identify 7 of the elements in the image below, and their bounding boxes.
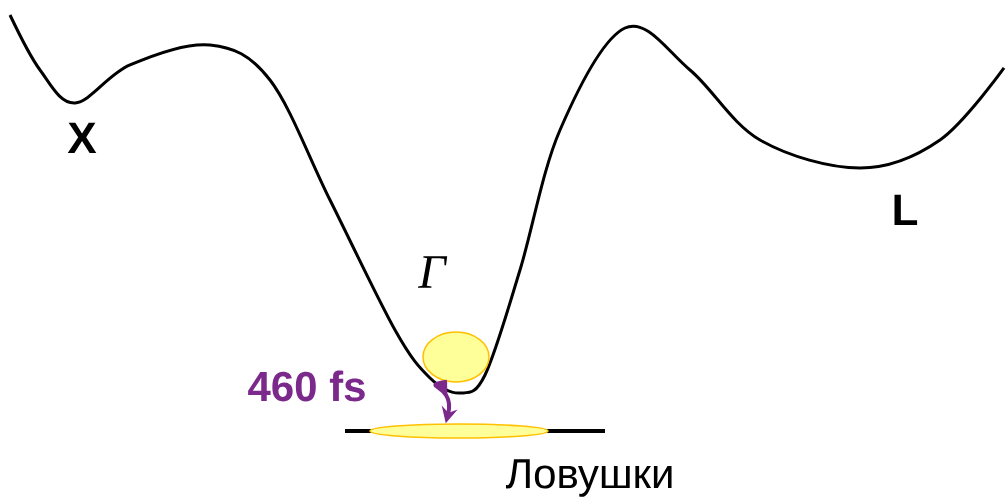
edge-label: 460 fs: [248, 370, 365, 402]
trap-label: Ловушки: [505, 459, 672, 497]
electron-cloud: [369, 423, 549, 439]
electron-cloud: [422, 331, 490, 383]
point-label: X: [67, 122, 97, 154]
point-label: L: [894, 194, 918, 226]
point-label: Γ: [417, 256, 448, 288]
